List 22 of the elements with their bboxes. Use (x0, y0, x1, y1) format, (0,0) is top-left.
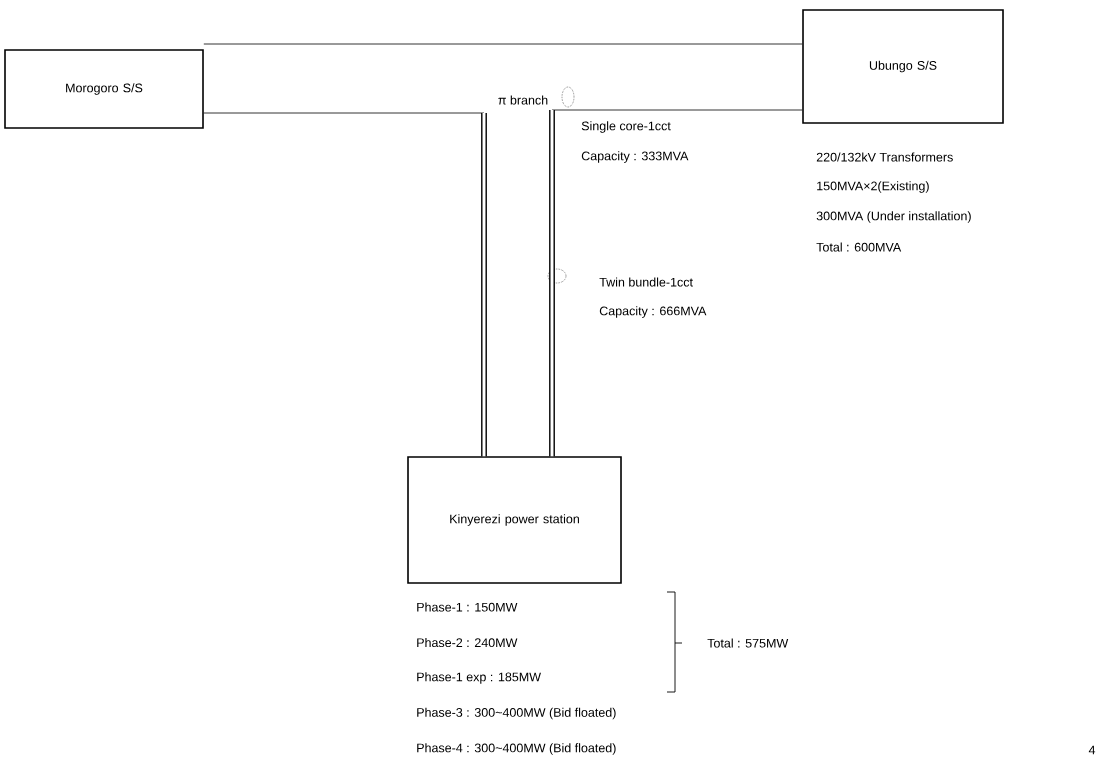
annotation-text: Capacity : 666MVA (598, 305, 708, 319)
rating-text: Phase-3 : 300~400MW (Bid floated) (417, 707, 616, 720)
power-line (203, 112, 487, 457)
annotation-text: 4 (1087, 744, 1097, 756)
annotation-text: Total : 575MW (706, 637, 790, 649)
station-box: Kinyerezi power station (407, 456, 622, 584)
power-line (203, 43, 803, 45)
station-box: Ubungo S/S (802, 9, 1004, 124)
rating-text: 150MVA×2(Existing) (817, 181, 929, 193)
power-line (549, 109, 803, 457)
rating-text: Phase-4 : 300~400MW (Bid floated) (417, 743, 616, 755)
annotation-text: Single core-1cct (580, 120, 672, 134)
annotation-text: Twin bundle-1cct (598, 276, 694, 288)
rating-text: 300MVA (Under installation) (816, 211, 971, 223)
rating-text: Total : 600MVA (816, 242, 902, 252)
rating-text: Phase-2 : 240MW (417, 637, 518, 648)
station-box: Morogoro S/S (4, 49, 204, 129)
annotation-text: Capacity : 333MVA (580, 150, 690, 164)
rating-text: 220/132kV Transformers (816, 152, 953, 162)
rating-text: Phase-1 exp : 185MW (417, 672, 541, 684)
annotation-text: π branch (496, 94, 550, 106)
rating-text: Phase-1 : 150MW (417, 602, 518, 612)
